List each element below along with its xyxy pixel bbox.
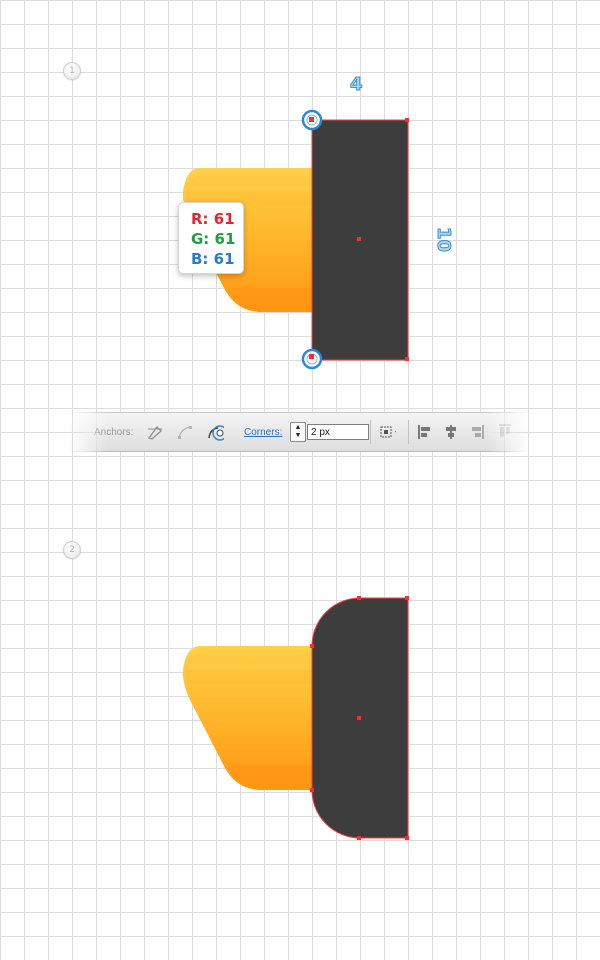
corners-input-wrap[interactable] xyxy=(307,413,369,451)
align-center-button[interactable] xyxy=(442,413,460,451)
distribute-icon xyxy=(496,423,514,441)
selected-anchor-top-left[interactable] xyxy=(301,109,323,131)
stepper-up-icon[interactable]: ▲ xyxy=(294,424,302,431)
anchor-point-bottom-right[interactable] xyxy=(405,357,409,361)
transform-icon xyxy=(378,423,396,441)
live-corners-button[interactable] xyxy=(206,413,224,451)
convert-anchor-button[interactable] xyxy=(146,413,164,451)
corners-link[interactable]: Corners: xyxy=(244,426,283,438)
selected-anchor-bottom-left[interactable] xyxy=(301,348,323,370)
anchors-label: Anchors: xyxy=(94,426,134,438)
corners-input[interactable] xyxy=(307,424,369,440)
align-right-icon xyxy=(468,423,486,441)
anchor-point-top-right[interactable] xyxy=(405,118,409,122)
width-dimension-label: 4 xyxy=(350,74,363,96)
green-value: G: 61 xyxy=(191,230,236,248)
align-center-icon xyxy=(442,423,460,441)
smooth-anchor-button[interactable] xyxy=(176,413,194,451)
smooth-anchor-icon xyxy=(176,423,194,441)
align-left-icon xyxy=(416,423,434,441)
blue-value: B: 61 xyxy=(191,250,235,268)
step-2-badge: 2 xyxy=(63,541,81,559)
center-point-step-1 xyxy=(357,237,361,241)
corners-stepper-wrap[interactable]: ▲ ▼ xyxy=(290,413,306,451)
align-left-button[interactable] xyxy=(416,413,434,451)
rgb-color-tooltip: R: 61 G: 61 B: 61 xyxy=(178,202,244,274)
live-corners-icon xyxy=(206,423,224,441)
control-toolbar: Anchors: Corners: ▲ ▼ xyxy=(68,412,530,452)
toolbar-divider-2 xyxy=(408,420,409,444)
toolbar-divider-1 xyxy=(370,420,371,444)
corners-stepper[interactable]: ▲ ▼ xyxy=(290,422,306,442)
distribute-button[interactable] xyxy=(496,413,514,451)
step-1-badge: 1 xyxy=(63,62,81,80)
anchors-label-wrap: Anchors: xyxy=(94,413,133,451)
corners-label-wrap[interactable]: Corners: xyxy=(244,413,282,451)
red-value: R: 61 xyxy=(191,210,235,228)
transform-button[interactable] xyxy=(378,413,396,451)
align-right-button[interactable] xyxy=(468,413,486,451)
convert-anchor-icon xyxy=(146,423,164,441)
stepper-down-icon[interactable]: ▼ xyxy=(294,432,302,439)
